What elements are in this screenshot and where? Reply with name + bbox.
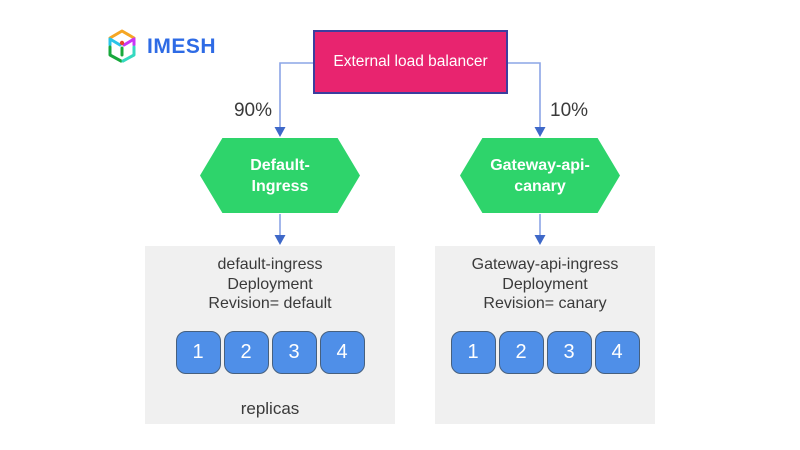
imesh-logo: IMESH [102,26,216,68]
deployment-title-line: Gateway-api-ingress [471,256,619,273]
default-ingress-label: Default- Ingress [250,156,310,195]
traffic-weight-90: 90% [233,100,272,121]
arrow-down-icon [274,235,286,245]
brand-name: IMESH [147,35,217,58]
load-balancer-label: External load balancer [333,53,488,70]
replica-box: 3 [271,330,317,374]
deployment-title-line: Deployment [227,275,313,293]
replica-box: 4 [594,330,640,374]
traffic-weight-10: 10% [550,100,589,121]
replica-box: 1 [450,330,496,374]
replica-box: 2 [223,330,269,374]
deployment-title-line: Revision= canary [483,295,607,312]
arrow-down-icon [534,235,546,245]
node-gateway-api-canary: Gateway-api- canary [460,138,620,213]
replica-box: 2 [498,330,544,374]
panel-default-deployment: default-ingress Deployment Revision= def… [145,246,395,424]
panel-canary-deployment: Gateway-api-ingress Deployment Revision=… [435,246,655,424]
replica-box: 4 [319,330,365,374]
connector-line-lb-to-canary-ingress [508,62,541,127]
replica-row: 1 2 3 4 [175,330,365,374]
node-default-ingress: Default- Ingress [200,138,360,213]
gateway-api-canary-label: Gateway-api- canary [490,156,590,195]
replica-box: 3 [546,330,592,374]
cube-mesh-logo-icon [108,29,136,63]
connector-line-lb-to-default-ingress [279,62,313,127]
external-load-balancer-node: External load balancer [313,30,508,94]
replica-box: 1 [175,330,221,374]
deployment-title-line: Revision= default [208,295,332,312]
arrow-down-icon [274,127,286,137]
deployment-title-line: Deployment [502,275,588,293]
replica-row: 1 2 3 4 [450,330,640,374]
arrow-down-icon [534,127,546,137]
deployment-title-line: default-ingress [217,256,323,273]
replicas-label: replicas [240,399,300,418]
